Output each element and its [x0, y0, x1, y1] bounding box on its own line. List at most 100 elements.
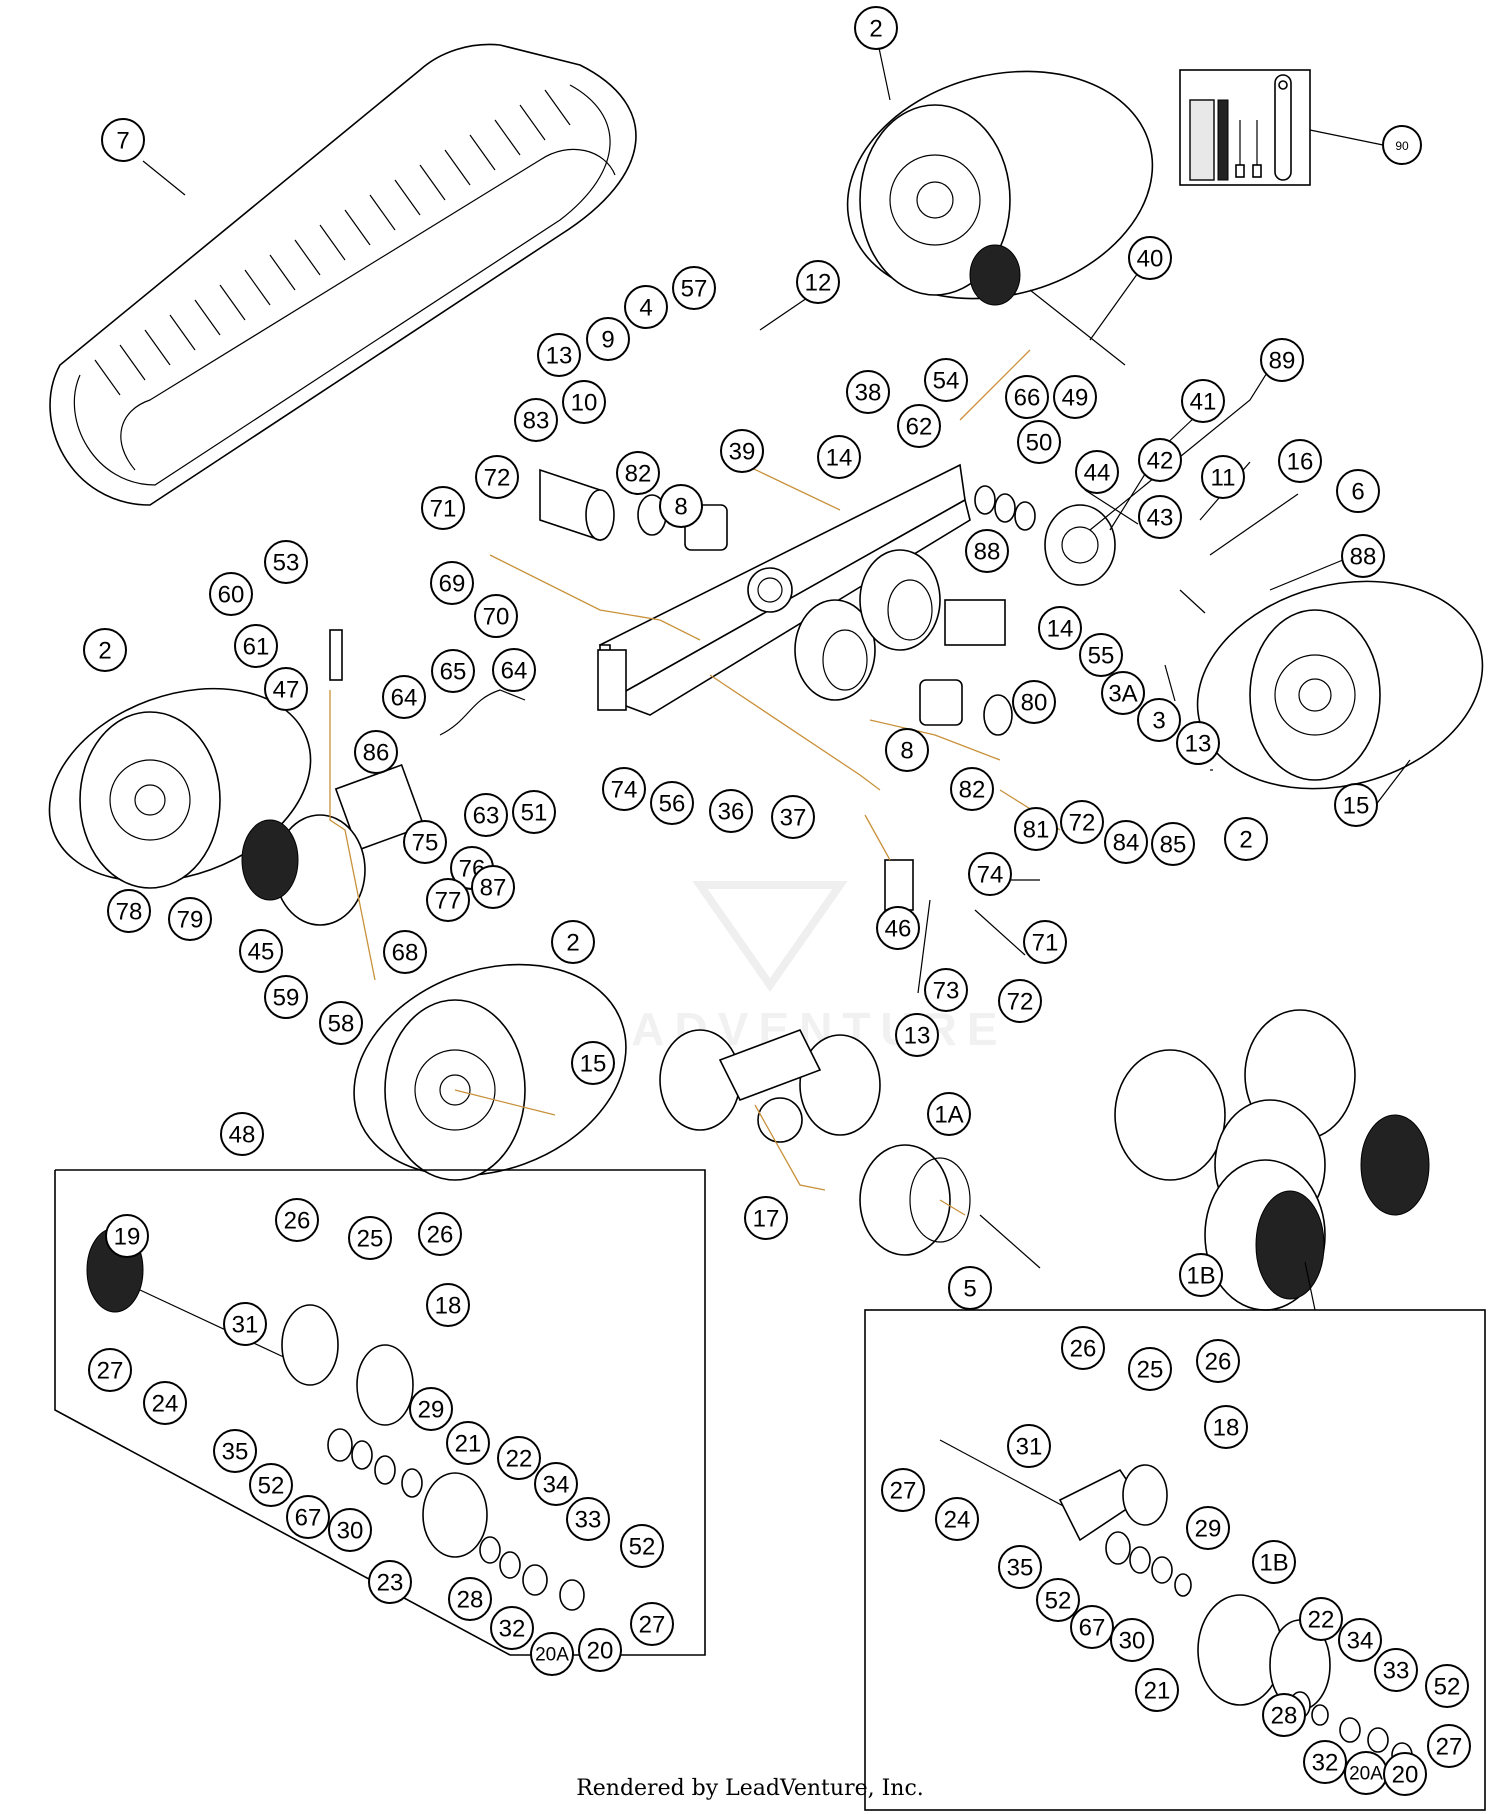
- callout-r26a: 26: [1061, 1326, 1105, 1370]
- callout-c41: 41: [1181, 379, 1225, 423]
- callout-c58: 58: [319, 1001, 363, 1045]
- callout-c50: 50: [1017, 420, 1061, 464]
- callout-label: 71: [1032, 930, 1059, 957]
- callout-label: 54: [933, 368, 960, 395]
- callout-c64b: 64: [382, 675, 426, 719]
- callout-c71a: 71: [421, 486, 465, 530]
- callout-c8b: 8: [885, 728, 929, 772]
- callout-r31: 31: [1007, 1424, 1051, 1468]
- callout-c72c: 72: [998, 979, 1042, 1023]
- callout-c65: 65: [431, 649, 475, 693]
- callout-c5: 5: [948, 1266, 992, 1310]
- callout-label: 24: [944, 1507, 971, 1534]
- callout-label: 72: [484, 465, 511, 492]
- callout-label: 18: [435, 1293, 462, 1320]
- callout-label: 19: [114, 1224, 141, 1251]
- callout-c14a: 14: [817, 435, 861, 479]
- callout-label: 71: [430, 496, 457, 523]
- bogie-1b: [1114, 1009, 1430, 1311]
- callout-r34: 34: [1338, 1618, 1382, 1662]
- inset-box-1b: [864, 1309, 1486, 1811]
- callout-c11: 11: [1201, 455, 1245, 499]
- callout-c12: 12: [796, 260, 840, 304]
- callout-c59: 59: [264, 975, 308, 1019]
- callout-label: 35: [222, 1439, 249, 1466]
- callout-c1b: 1B: [1179, 1253, 1223, 1297]
- callout-r35: 35: [998, 1545, 1042, 1589]
- callout-l27b: 27: [630, 1602, 674, 1646]
- callout-l20a: 20A: [530, 1632, 574, 1676]
- callout-label: 48: [229, 1122, 256, 1149]
- callout-c72a: 72: [475, 455, 519, 499]
- callout-label: 23: [377, 1570, 404, 1597]
- callout-c7: 7: [101, 118, 145, 162]
- callout-c84: 84: [1104, 820, 1148, 864]
- callout-c77: 77: [426, 878, 470, 922]
- callout-c88b: 88: [1341, 534, 1385, 578]
- callout-l67: 67: [286, 1495, 330, 1539]
- callout-label: 16: [1287, 449, 1314, 476]
- callout-label: 25: [1137, 1357, 1164, 1384]
- callout-label: 84: [1113, 830, 1140, 857]
- callout-label: 51: [521, 800, 548, 827]
- callout-label: 87: [480, 875, 507, 902]
- callout-c39: 39: [720, 429, 764, 473]
- callout-l18: 18: [426, 1283, 470, 1327]
- callout-label: 52: [258, 1473, 285, 1500]
- callout-c62: 62: [897, 404, 941, 448]
- callout-l19: 19: [105, 1214, 149, 1258]
- callout-c71b: 71: [1023, 920, 1067, 964]
- callout-c13a: 13: [537, 333, 581, 377]
- callout-c16: 16: [1278, 439, 1322, 483]
- drive-gearbox: [944, 599, 1006, 646]
- tool-kit: [1179, 69, 1311, 186]
- callout-label: 14: [826, 445, 853, 472]
- ring-82-lower: [983, 694, 1013, 736]
- callout-l52a: 52: [249, 1463, 293, 1507]
- callout-label: 64: [501, 658, 528, 685]
- callout-c53: 53: [264, 540, 308, 584]
- callout-label: 68: [392, 940, 419, 967]
- callout-label: 27: [639, 1612, 666, 1639]
- callout-label: 1B: [1259, 1550, 1288, 1577]
- callout-label: 40: [1137, 246, 1164, 273]
- callout-label: 33: [1383, 1658, 1410, 1685]
- callout-r26b: 26: [1196, 1339, 1240, 1383]
- callout-c81: 81: [1014, 807, 1058, 851]
- callout-c9: 9: [586, 317, 630, 361]
- callout-label: 83: [523, 408, 550, 435]
- callout-label: 56: [659, 791, 686, 818]
- callout-c46: 46: [876, 906, 920, 950]
- callout-label: 61: [243, 634, 270, 661]
- callout-label: 2: [869, 16, 882, 43]
- callout-r21: 21: [1135, 1668, 1179, 1712]
- callout-label: 88: [1350, 544, 1377, 571]
- callout-label: 28: [1271, 1703, 1298, 1730]
- callout-label: 28: [457, 1587, 484, 1614]
- axle-40: [969, 244, 1126, 366]
- callout-c79: 79: [168, 897, 212, 941]
- idler-wheel-top: [846, 70, 1154, 300]
- callout-label: 82: [625, 461, 652, 488]
- roller-1a: [859, 1144, 971, 1256]
- callout-label: 26: [1205, 1349, 1232, 1376]
- callout-label: 62: [906, 414, 933, 441]
- callout-label: 69: [439, 571, 466, 598]
- callout-label: 7: [116, 128, 129, 155]
- callout-c48: 48: [220, 1112, 264, 1156]
- callout-c69: 69: [430, 561, 474, 605]
- callout-label: 2: [1239, 827, 1252, 854]
- callout-label: 78: [116, 899, 143, 926]
- callout-label: 38: [855, 380, 882, 407]
- callout-c13b: 13: [1176, 721, 1220, 765]
- callout-label: 5: [963, 1276, 976, 1303]
- callout-label: 21: [455, 1431, 482, 1458]
- callout-l29: 29: [409, 1387, 453, 1431]
- track-treads: [94, 89, 571, 396]
- callout-c47: 47: [264, 667, 308, 711]
- callout-label: 47: [273, 677, 300, 704]
- callout-label: 26: [427, 1222, 454, 1249]
- callout-label: 72: [1007, 989, 1034, 1016]
- callout-label: 89: [1269, 348, 1296, 375]
